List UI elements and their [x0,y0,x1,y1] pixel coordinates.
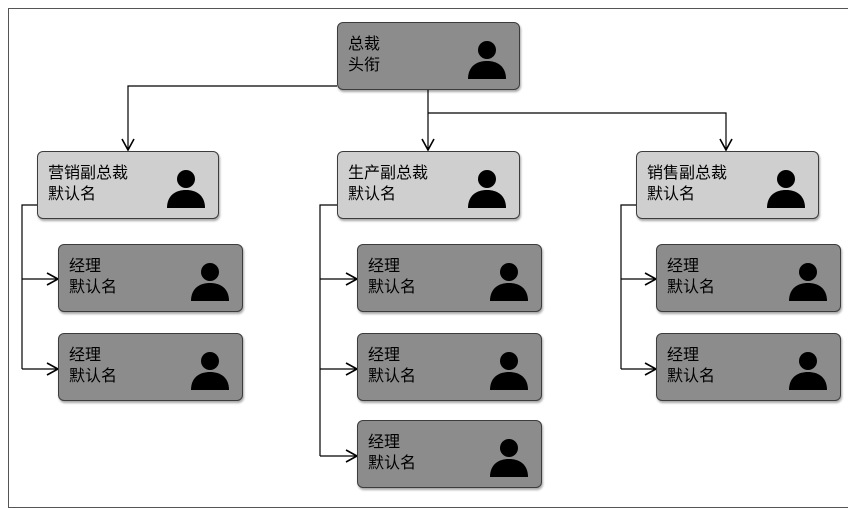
person-icon [487,435,531,479]
connector-vp3-spine [620,204,636,369]
node-title: 经理 [69,256,102,275]
person-icon [786,348,830,392]
node-subtitle: 默认名 [368,277,417,296]
node-president[interactable]: 总裁 头衔 [337,22,520,90]
node-subtitle: 默认名 [368,366,417,385]
person-icon [764,166,808,210]
connector-vp1-spine [21,204,37,369]
node-subtitle: 默认名 [48,184,97,203]
person-icon [188,259,232,303]
node-manager[interactable]: 经理 默认名 [357,420,542,488]
node-manager[interactable]: 经理 默认名 [58,333,243,401]
node-title: 销售副总裁 [647,163,728,182]
node-subtitle: 默认名 [647,184,696,203]
person-icon [164,166,208,210]
node-title: 经理 [368,256,401,275]
connector-lines [21,85,733,463]
node-manager[interactable]: 经理 默认名 [58,244,243,312]
node-title: 经理 [368,432,401,451]
node-title: 营销副总裁 [48,163,129,182]
node-manager[interactable]: 经理 默认名 [656,333,841,401]
node-manager[interactable]: 经理 默认名 [357,244,542,312]
person-icon [465,37,509,81]
person-icon [786,259,830,303]
connector-vp2-spine [319,204,337,456]
node-title: 经理 [667,256,700,275]
node-title: 生产副总裁 [348,163,429,182]
person-icon [188,348,232,392]
node-manager[interactable]: 经理 默认名 [656,244,841,312]
node-vp-production[interactable]: 生产副总裁 默认名 [337,151,520,219]
node-subtitle: 默认名 [667,366,716,385]
node-title: 经理 [69,345,102,364]
node-subtitle: 头衔 [348,55,381,74]
node-title: 经理 [667,345,700,364]
node-vp-sales[interactable]: 销售副总裁 默认名 [636,151,819,219]
connector-top-vp3 [428,112,733,152]
person-icon [465,166,509,210]
node-subtitle: 默认名 [348,184,397,203]
node-manager[interactable]: 经理 默认名 [357,333,542,401]
node-title: 经理 [368,345,401,364]
node-vp-marketing[interactable]: 营销副总裁 默认名 [37,151,219,219]
connector-top-vp1 [121,85,337,152]
node-subtitle: 默认名 [69,277,118,296]
node-title: 总裁 [348,34,381,53]
node-subtitle: 默认名 [667,277,716,296]
node-subtitle: 默认名 [368,453,417,472]
person-icon [487,259,531,303]
person-icon [487,348,531,392]
node-subtitle: 默认名 [69,366,118,385]
